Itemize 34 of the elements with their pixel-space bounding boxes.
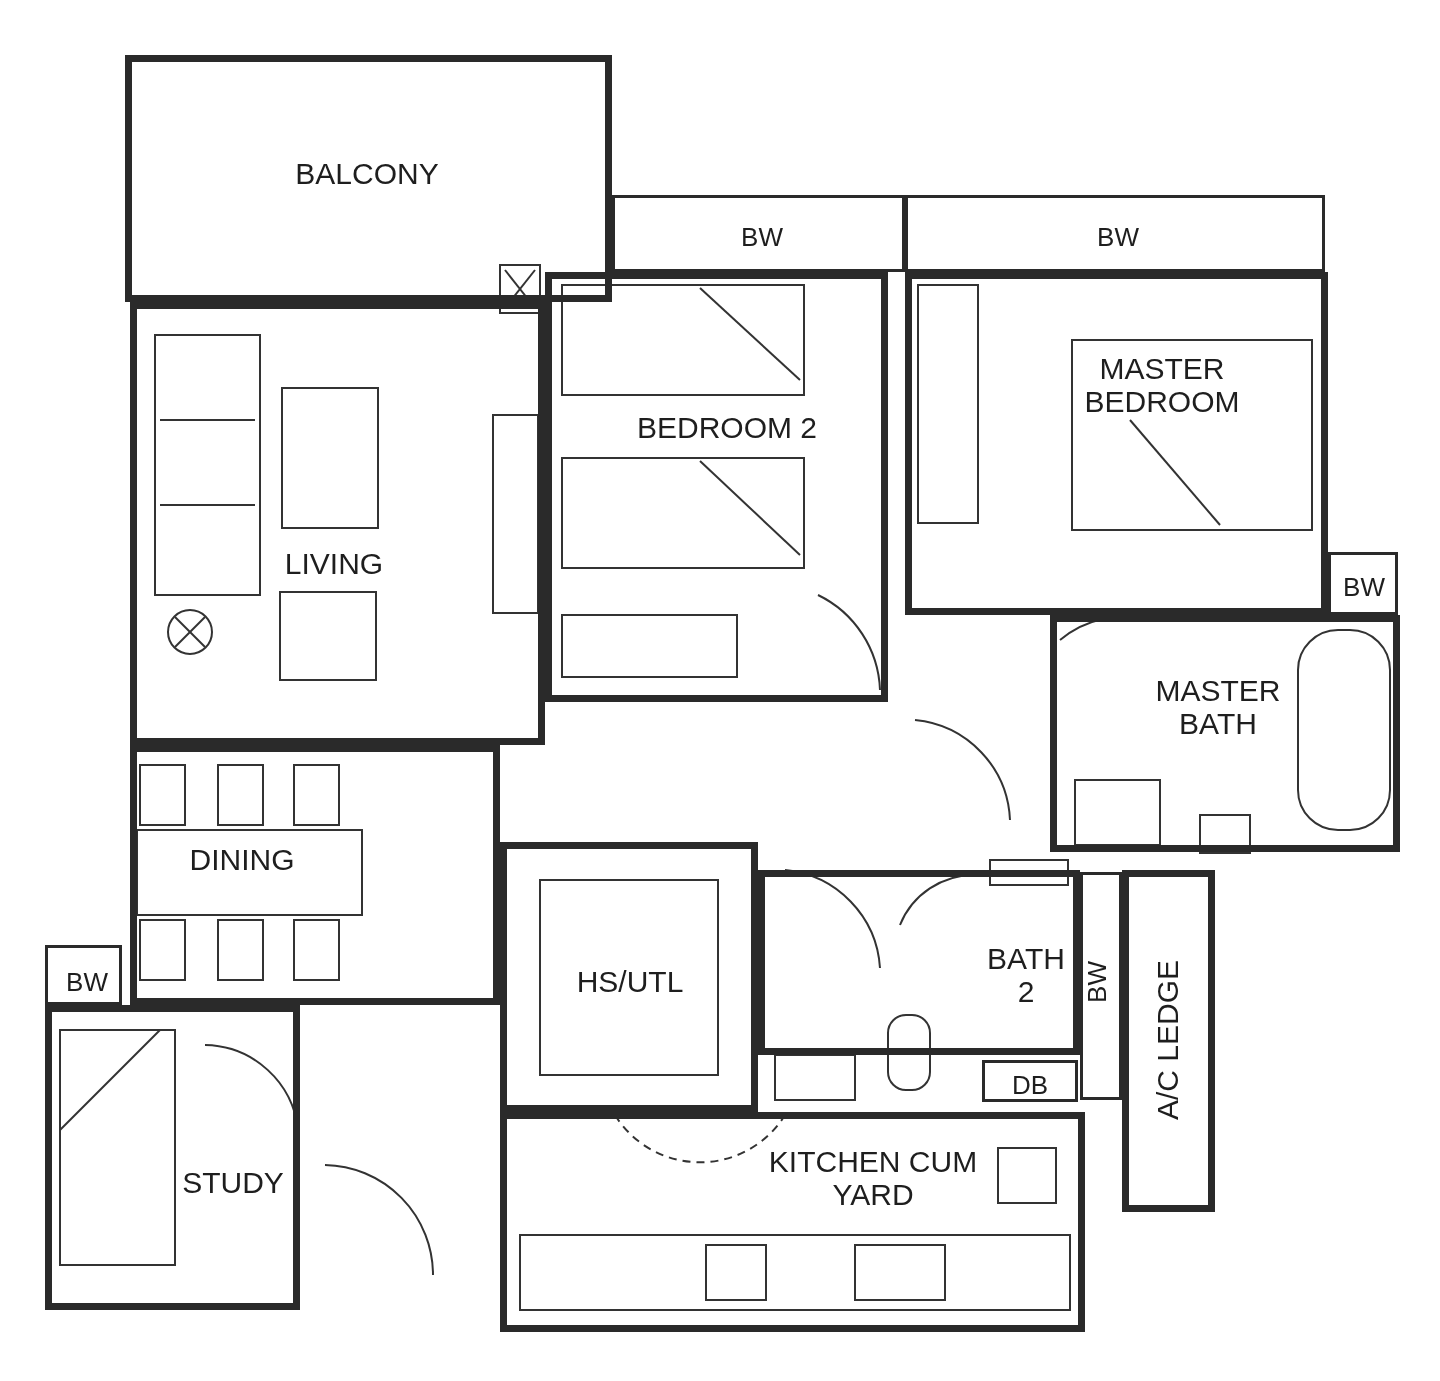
room-outline <box>982 1060 1078 1102</box>
room-label: DINING <box>188 842 296 876</box>
room-label: STUDY <box>181 1165 285 1199</box>
room-outline <box>1328 552 1398 615</box>
room-outline <box>45 1005 300 1310</box>
room-label: HS/UTL <box>575 964 685 998</box>
room-outline <box>125 55 612 302</box>
room-outline <box>130 745 500 1005</box>
room-outline <box>500 1112 1085 1332</box>
room-label: KITCHEN CUM YARD <box>767 1145 979 1211</box>
room-label: BEDROOM 2 <box>636 410 818 444</box>
room-outline <box>905 272 1328 615</box>
room-label: BW <box>1096 222 1140 252</box>
room-outline <box>500 842 758 1112</box>
room-outline <box>1050 615 1400 852</box>
room-outline <box>130 302 545 745</box>
room-outline <box>758 870 1080 1055</box>
room-label: MASTER BATH <box>1154 674 1282 740</box>
room-label: MASTER BEDROOM <box>1083 352 1241 418</box>
room-label: BW <box>1082 961 1112 1003</box>
room-label: BW <box>1342 572 1386 602</box>
room-outline <box>612 195 905 272</box>
room-outline <box>45 945 122 1005</box>
room-label: BW <box>65 967 109 997</box>
room-label: BW <box>740 222 784 252</box>
room-label: DB <box>1010 1070 1050 1100</box>
room-label: BALCONY <box>294 156 440 190</box>
room-outline <box>545 272 888 702</box>
room-label: LIVING <box>283 546 385 580</box>
room-outline <box>1080 872 1122 1100</box>
room-outline <box>905 195 1325 272</box>
room-outline <box>1122 870 1215 1212</box>
room-label: BATH 2 <box>986 942 1066 1008</box>
room-label: A/C LEDGE <box>1150 959 1184 1121</box>
